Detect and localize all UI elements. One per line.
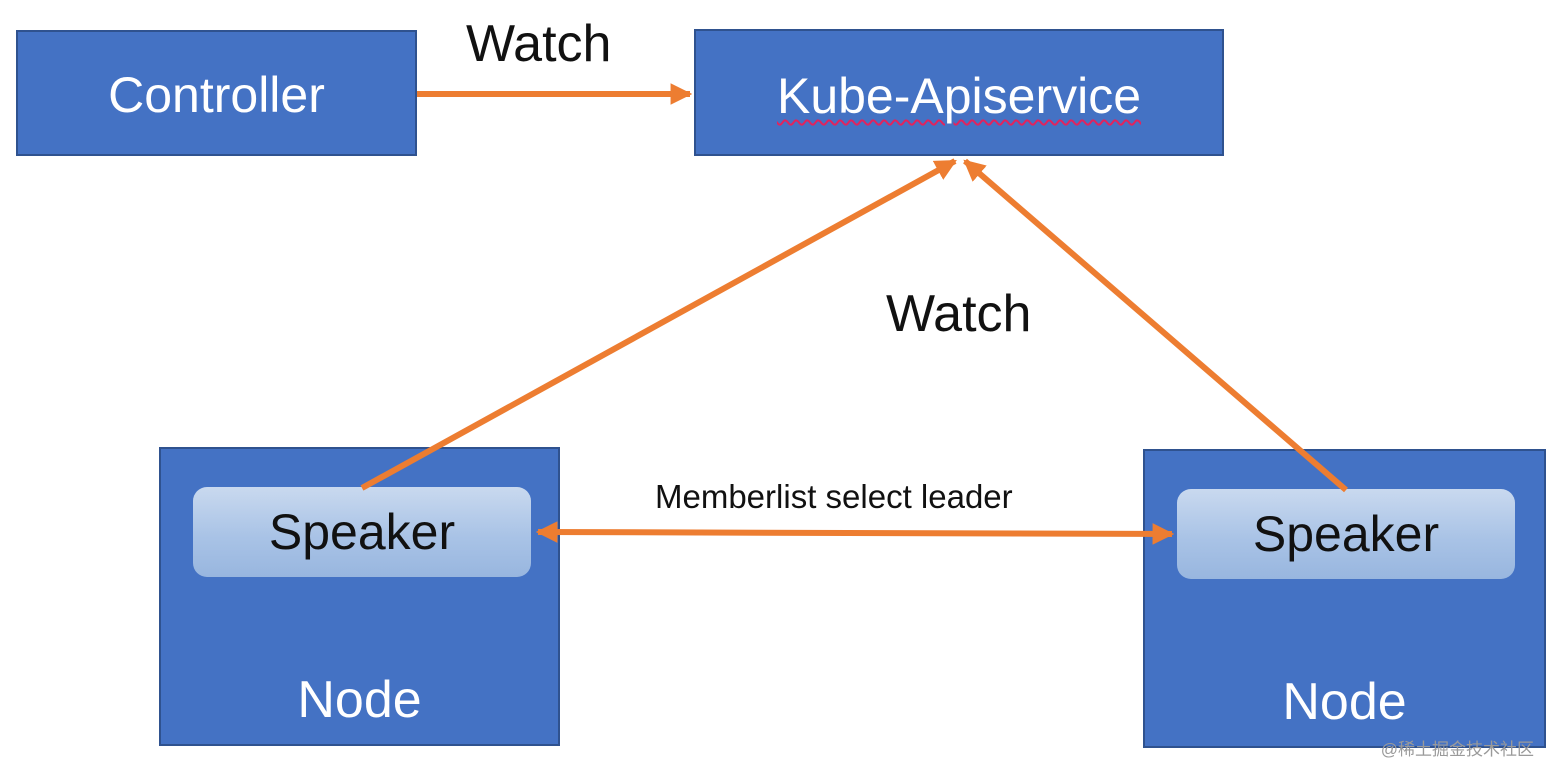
node-right-label: Node — [1282, 673, 1407, 731]
watermark: @稀土掘金技术社区 — [1380, 740, 1534, 759]
node-left-label: Node — [297, 671, 422, 729]
speaker-left: Speaker — [193, 487, 531, 577]
node-right-box: Speaker Node — [1143, 449, 1546, 748]
watch-label-top: Watch — [466, 15, 612, 73]
kube-apiservice-label: Kube-Apiservice — [776, 68, 1142, 124]
watch-label-middle: Watch — [886, 285, 1032, 343]
node-left-box: Speaker Node — [159, 447, 560, 746]
controller-box: Controller — [16, 30, 417, 156]
kube-apiservice-box: Kube-Apiservice — [694, 29, 1224, 156]
controller-label: Controller — [108, 67, 325, 123]
speaker-right: Speaker — [1177, 489, 1515, 579]
arrow-speaker-left-to-apiservice — [360, 158, 957, 491]
memberlist-select-leader-label: Memberlist select leader — [655, 478, 1013, 515]
arrow-speaker-memberlist — [535, 521, 1175, 545]
